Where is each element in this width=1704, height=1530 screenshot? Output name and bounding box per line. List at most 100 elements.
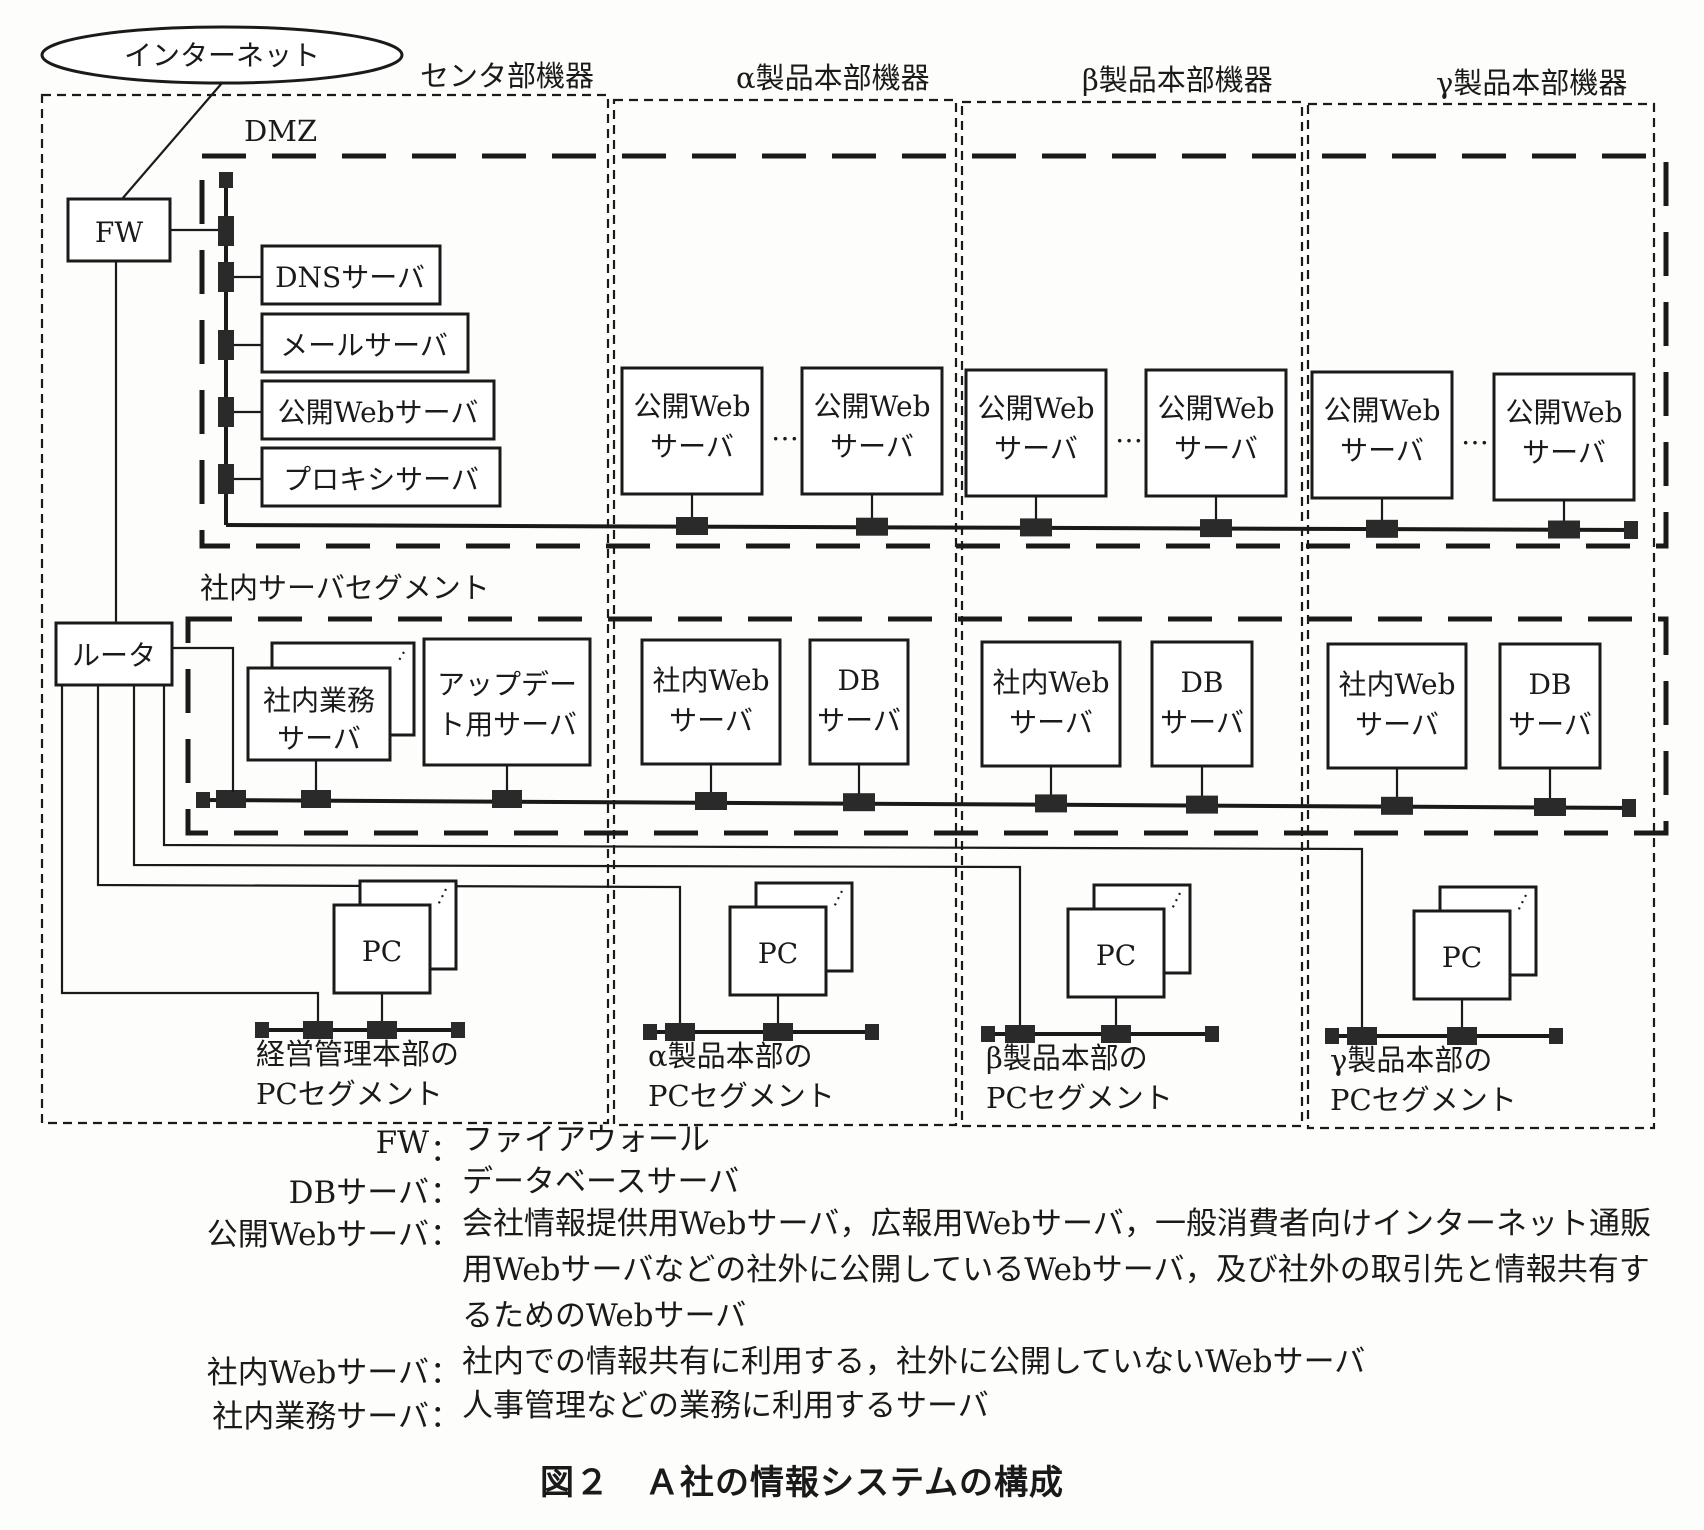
bus-port — [676, 517, 708, 535]
public-web-server-label-1: 公開Web — [978, 392, 1095, 425]
intra-web-server: 社内Webサーバ — [980, 640, 1122, 813]
bus-terminator — [255, 1022, 269, 1038]
server-label-1: DB — [1180, 666, 1223, 699]
public-web-server-label-2: サーバ — [994, 432, 1078, 465]
intra-web-server: 社内Web サーバ — [640, 638, 782, 810]
dns-server: DNSサーバ — [234, 244, 442, 306]
public-web-server-label-2: サーバ — [1340, 434, 1424, 467]
business-server-label-1: 社内業務 — [263, 684, 375, 717]
pc-segment-label-2: PCセグメント — [986, 1081, 1173, 1115]
router-internal-link — [172, 646, 235, 792]
public-web-server-label-1: 公開Web — [1324, 394, 1441, 427]
proxy-server: プロキシサーバ — [234, 446, 502, 508]
public-web-server-center-label: 公開Webサーバ — [278, 396, 479, 429]
router-port — [1005, 1025, 1035, 1043]
public-web-server: 公開Webサーバ — [1144, 368, 1288, 538]
gamma-dept-boundary — [1306, 102, 1656, 1130]
proxy-server-label: プロキシサーバ — [283, 463, 479, 496]
pc-segments: PC経営管理本部のPCセグメントPCα製品本部のPCセグメントPCβ製品本部のP… — [255, 879, 1563, 1117]
server-label-2: サーバ — [1355, 708, 1439, 741]
public-web-server: 公開Web サーバ — [964, 368, 1108, 537]
dmz-mail-port — [218, 330, 234, 360]
mail-server: メールサーバ — [234, 312, 470, 374]
dmz-bus-terminator — [219, 172, 233, 188]
fw-label: FW — [95, 216, 143, 249]
pc-label: PC — [1442, 941, 1482, 974]
alpha-dept-boundary — [612, 98, 958, 1127]
public-web-server-label-1: 公開Web — [814, 390, 931, 423]
dmz-bus-terminator-right — [1624, 521, 1638, 539]
internet-label: インターネット — [124, 39, 320, 72]
ellipsis: … — [1461, 418, 1489, 451]
server-label-2: サーバ — [1508, 708, 1592, 741]
pc-segment-label-2: PCセグメント — [256, 1077, 443, 1111]
legend-row-business: 社内業務サーバ ： 人事管理などの業務に利用するサーバ — [0, 1388, 1704, 1435]
pc-port — [763, 1023, 793, 1041]
server-label-2: サーバ — [669, 704, 753, 737]
bus-terminator — [1325, 1028, 1339, 1044]
pc-box — [728, 905, 828, 997]
pc-label: PC — [758, 937, 798, 970]
legend-desc: 社内での情報共有に利用する，社外に公開していないWebサーバ — [462, 1344, 1366, 1380]
business-server: 社内業務 サーバ — [246, 641, 416, 808]
db-server: DB サーバ — [1150, 640, 1254, 814]
dns-server-label: DNSサーバ — [275, 261, 425, 294]
internal-router-port — [216, 790, 246, 808]
server-label-2: サーバ — [1160, 706, 1244, 739]
update-server-label-2: ト用サーバ — [437, 708, 577, 741]
legend-colon: ： — [430, 1175, 461, 1211]
server-label-2: サーバ — [1009, 706, 1093, 739]
dmz-horizontal-bus — [225, 523, 1635, 532]
public-web-server-label-2: サーバ — [650, 430, 734, 463]
bus-port — [1020, 518, 1052, 537]
pc-segment-label-1: γ製品本部の — [1330, 1043, 1492, 1077]
router-port — [665, 1023, 695, 1041]
bus-port — [1381, 796, 1413, 815]
pc-label: PC — [362, 935, 402, 968]
public-web-server-center: 公開Webサーバ — [234, 379, 496, 441]
gamma-dept-label: γ製品本部機器 — [1436, 66, 1627, 100]
pc-segment-label-1: α製品本部の — [648, 1039, 813, 1073]
bus-port — [856, 517, 888, 536]
bus-port — [1534, 798, 1566, 816]
pc-segment-label-2: PCセグメント — [1330, 1083, 1517, 1117]
figure-caption: 図２ Ａ社の情報システムの構成 — [540, 1463, 1064, 1503]
center-dept-boundary — [40, 93, 610, 1125]
public-web-server-label-2: サーバ — [1522, 436, 1606, 469]
update-server: アップデー ト用サーバ — [422, 637, 592, 808]
legend-desc: 人事管理などの業務に利用するサーバ — [462, 1388, 989, 1424]
bus-port — [843, 793, 875, 812]
legend-desc: ファイアウォール — [462, 1122, 710, 1158]
public-web-server: 公開Webサーバ — [620, 366, 764, 535]
alpha-dept-label: α製品本部機器 — [736, 61, 930, 95]
bus-terminator — [865, 1024, 879, 1040]
public-web-server: 公開Web サーバ — [1310, 370, 1454, 538]
dmz-proxy-port — [218, 464, 234, 494]
router-port — [303, 1021, 333, 1039]
internal-bus-terminator-right — [1622, 799, 1636, 817]
legend-colon: ： — [430, 1355, 461, 1391]
ellipsis: … — [1115, 416, 1143, 449]
pc-port — [367, 1021, 397, 1039]
bus-port — [1035, 794, 1067, 813]
dmz-fw-port — [218, 216, 234, 246]
center-dept-label: センタ部機器 — [420, 59, 594, 93]
legend-term: FW — [375, 1125, 429, 1161]
server-label-1: DB — [837, 664, 880, 697]
router-label: ルータ — [72, 639, 156, 672]
server-label-2: サーバ — [817, 704, 901, 737]
server-label-1: 社内Web — [653, 664, 770, 697]
bus-terminator — [1549, 1028, 1563, 1044]
bus-port — [695, 792, 727, 810]
public-web-servers: 公開Webサーバ…公開Webサーバ公開Webサーバ…公開Webサーバ公開Webサ… — [620, 366, 1638, 539]
intra-web-server: 社内Webサーバ — [1326, 642, 1468, 815]
pc-box — [1412, 909, 1512, 1001]
beta-dept-boundary — [960, 100, 1304, 1128]
router-gamma-pc-link — [162, 685, 1364, 1028]
public-web-server-label-2: サーバ — [830, 430, 914, 463]
mail-server-label: メールサーバ — [280, 329, 448, 362]
